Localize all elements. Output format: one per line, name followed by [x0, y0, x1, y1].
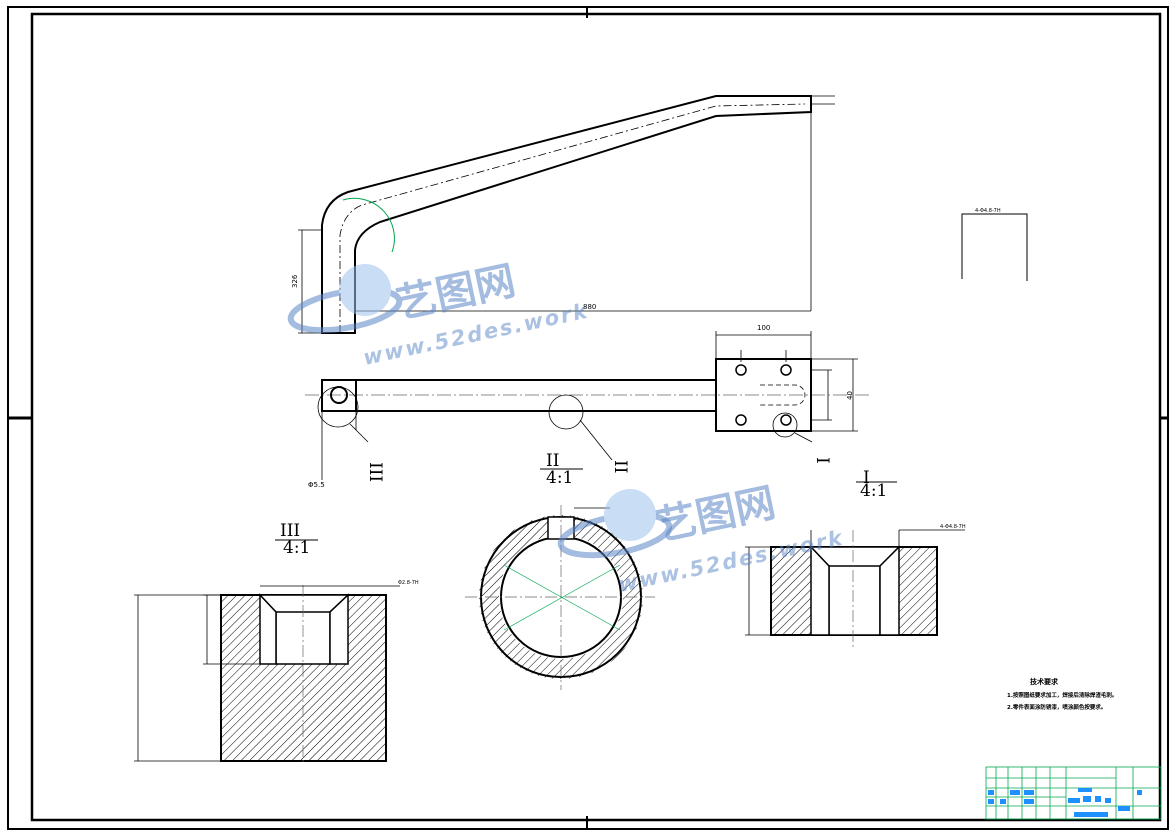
- watermark-brand-2: 艺图网: [653, 480, 780, 550]
- notes-line-1: 1.按照图纸要求加工，焊接后清除焊渣毛刺。: [1007, 691, 1117, 699]
- title-block: [985, 766, 1162, 820]
- detail-I-scale: 4:1: [860, 481, 887, 501]
- detail-small-view: [961, 213, 1028, 281]
- title-block-fills: [988, 788, 1142, 817]
- detail-II-title: II: [546, 451, 559, 471]
- detail-II-scale: 4:1: [546, 468, 573, 488]
- dim-pin-hole: Φ5.5: [308, 481, 325, 489]
- detail-III-view: III 4:1: [134, 521, 400, 765]
- callout-II: II: [610, 460, 630, 473]
- detail-I-title: I: [863, 468, 870, 488]
- dim-top-width: 880: [583, 303, 596, 311]
- watermark-logo-1: [287, 264, 403, 334]
- detail-III-title: III: [280, 521, 300, 541]
- dim-plate-width: 100: [757, 324, 770, 332]
- notes-line-2: 2.零件表面涂防锈漆，喷涂颜色按要求。: [1007, 703, 1106, 711]
- drawing-border: [7, 6, 1169, 830]
- dim-top-height: 326: [291, 274, 299, 288]
- detail-III-hole: Φ2.8-7H: [398, 580, 419, 586]
- detail-III-scale: 4:1: [283, 538, 310, 558]
- arm-plan-view: [305, 331, 870, 480]
- callout-I: I: [812, 457, 832, 464]
- detail-II-view: II 4:1: [465, 451, 655, 690]
- notes-title: 技术要求: [1030, 677, 1059, 686]
- callout-III: III: [365, 462, 385, 482]
- small-view-dim: 4-Φ4.8-7H: [975, 208, 1001, 214]
- watermark-logo-2: [557, 489, 673, 559]
- dim-plate-height: 40: [846, 391, 854, 400]
- detail-I-hole: 4-Φ4.8-7H: [940, 524, 966, 530]
- detail-I-view: I 4:1: [745, 468, 965, 650]
